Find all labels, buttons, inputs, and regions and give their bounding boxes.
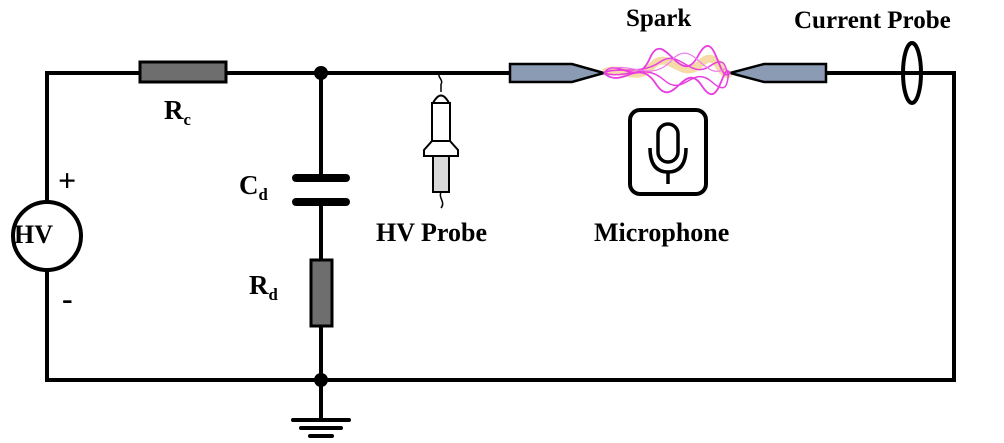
resistor-rc bbox=[138, 60, 228, 84]
resistor-rc-symbol: R bbox=[164, 95, 184, 125]
hv-probe-icon bbox=[423, 72, 459, 209]
junction-top bbox=[314, 66, 328, 80]
hv-probe-label: HV Probe bbox=[376, 218, 487, 247]
resistor-rd-symbol: R bbox=[249, 270, 269, 300]
positive-terminal-label: + bbox=[58, 162, 77, 198]
microphone-icon bbox=[628, 108, 708, 196]
resistor-rd-label: Rd bbox=[249, 272, 278, 304]
capacitor-cd bbox=[292, 174, 350, 206]
capacitor-cd-symbol: C bbox=[239, 170, 259, 200]
junction-bottom bbox=[314, 373, 328, 387]
capacitor-cd-subscript: d bbox=[258, 184, 268, 204]
ground-icon bbox=[291, 418, 351, 438]
hv-source bbox=[11, 200, 83, 272]
microphone-label: Microphone bbox=[594, 218, 730, 247]
electrode-right bbox=[725, 62, 828, 84]
current-probe-label: Current Probe bbox=[794, 7, 951, 34]
resistor-rd bbox=[309, 258, 334, 328]
spark-icon bbox=[602, 45, 733, 95]
hv-source-label: HV bbox=[14, 220, 53, 249]
electrode-left bbox=[508, 62, 609, 84]
resistor-rd-subscript: d bbox=[268, 284, 278, 304]
capacitor-cd-label: Cd bbox=[239, 172, 268, 204]
negative-terminal-label: - bbox=[62, 280, 73, 316]
spark-label: Spark bbox=[626, 5, 692, 32]
resistor-rc-subscript: c bbox=[183, 109, 191, 129]
resistor-rc-label: Rc bbox=[164, 97, 191, 129]
current-probe-icon bbox=[901, 41, 923, 105]
